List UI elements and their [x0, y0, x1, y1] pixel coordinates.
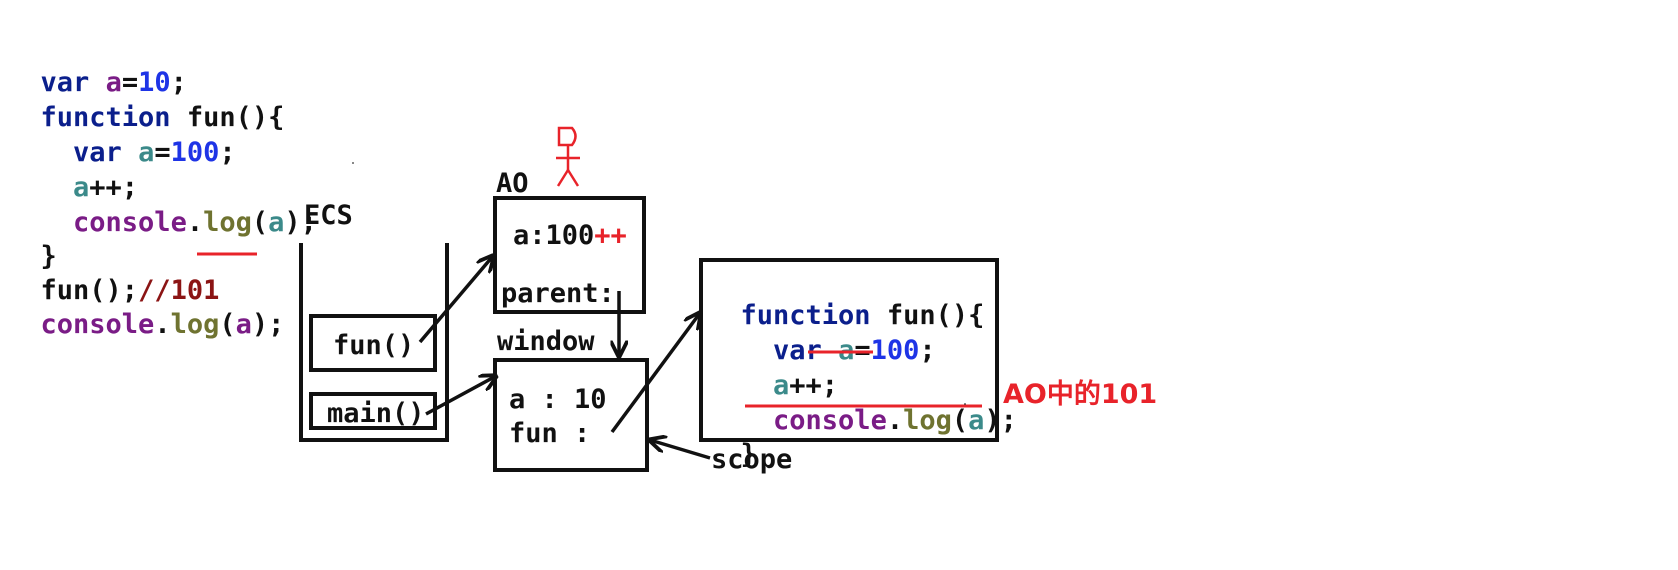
annotation-ao-101: AO中的101 [1003, 379, 1158, 410]
window-entry-a: a : 10 [509, 384, 607, 415]
arrow-fun-to-function [610, 313, 700, 434]
comment: //101 [138, 275, 220, 306]
variable: a [268, 207, 285, 238]
object: console [73, 207, 187, 238]
stick-figure-icon [556, 126, 580, 187]
ecs-stack [299, 243, 449, 442]
arrow-scope-to-window [650, 440, 711, 460]
ao-box: a:100++ parent: [493, 196, 646, 314]
object: console [40, 309, 155, 340]
code-line-3: var a=100; [73, 137, 236, 168]
ao-entry-parent: parent: [501, 278, 615, 309]
fn-line-4: console.log(a); [773, 405, 1017, 436]
variable: a [105, 67, 122, 98]
stack-frame-label: fun() [333, 330, 415, 361]
function-box [699, 258, 999, 442]
window-box: a : 10 fun : [493, 358, 649, 472]
keyword: var [40, 67, 90, 98]
stack-frame-label: main() [327, 398, 425, 429]
keyword: var [73, 137, 122, 168]
code-line-5: console.log(a); [73, 207, 317, 238]
arrow-main-to-window [425, 376, 496, 416]
speck [352, 162, 354, 164]
speck [964, 403, 966, 405]
method: log [903, 405, 952, 436]
keyword: function [40, 102, 171, 133]
scope-label: scope [711, 444, 793, 475]
number: 100 [170, 137, 220, 168]
code-line-1: var a=10; [40, 67, 187, 98]
method: log [203, 207, 252, 238]
arrow-fun-to-ao [418, 256, 493, 344]
stack-frame-fun: fun() [309, 314, 437, 372]
fn-line-5: } [740, 439, 757, 470]
variable: a [138, 137, 155, 168]
window-entry-fun: fun : [509, 418, 591, 449]
ao-entry-a: a:100++ [513, 220, 627, 251]
method: log [170, 309, 220, 340]
code-line-7: fun();//101 [40, 275, 220, 306]
increment-mark: ++ [594, 220, 627, 251]
ao-label: AO [496, 168, 529, 199]
number: 10 [138, 67, 171, 98]
variable: a [968, 405, 985, 436]
keyword: function [740, 300, 871, 331]
code-line-4: a++; [73, 172, 139, 203]
window-label: window [497, 326, 595, 357]
code-line-6: } [40, 241, 57, 272]
variable: a [235, 309, 252, 340]
variable: a [773, 370, 790, 401]
object: console [773, 405, 887, 436]
fn-line-1: function fun(){ [740, 300, 985, 331]
code-line-2: function fun(){ [40, 102, 285, 133]
variable: a [73, 172, 90, 203]
number: 100 [870, 335, 920, 366]
fn-line-3: a++; [773, 370, 839, 401]
code-line-8: console.log(a); [40, 309, 285, 340]
ecs-label: ECS [304, 200, 353, 231]
